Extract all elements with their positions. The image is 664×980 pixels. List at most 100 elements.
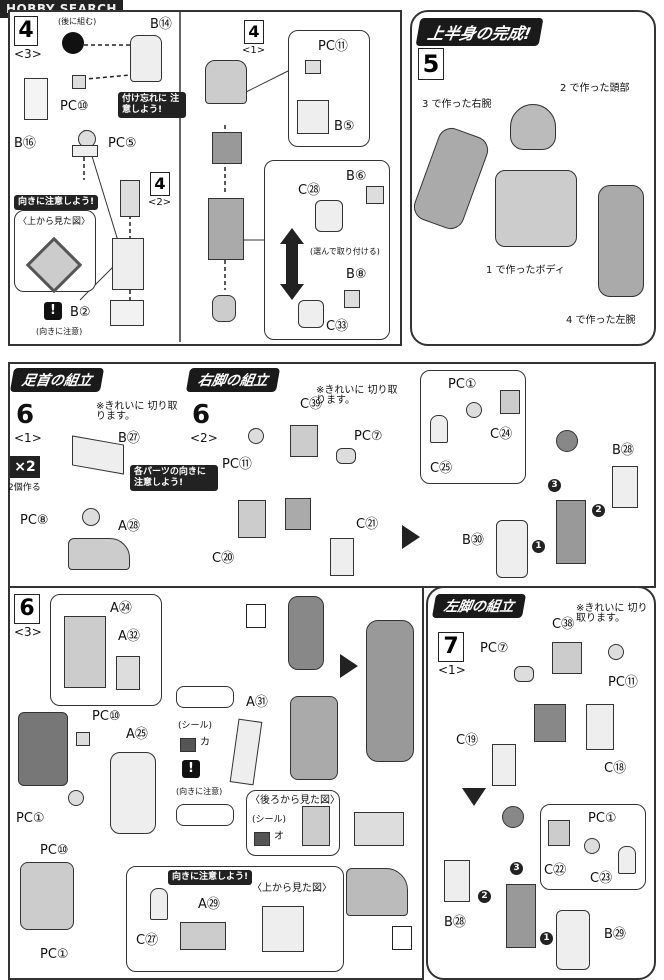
pc7-mid xyxy=(336,448,356,464)
c39-part xyxy=(290,425,318,457)
c22-part xyxy=(548,820,570,846)
label-pc11-mid: PC⑪ xyxy=(222,457,252,472)
lleg-clean-note: ※きれいに 切り取ります。 xyxy=(576,603,648,624)
label-pc1-lleg: PC① xyxy=(588,811,617,826)
pc10-part xyxy=(72,75,86,89)
ankle-part xyxy=(354,812,404,846)
c28-hand xyxy=(315,200,343,232)
c19-part xyxy=(492,744,516,786)
forearm-part xyxy=(208,198,244,260)
label-b29: B㉙ xyxy=(604,927,626,942)
label-c22: C㉒ xyxy=(544,863,567,878)
label-head-ref: 2 で作った頭部 xyxy=(560,83,630,94)
foot-clean-note: ※きれいに 切り取ります。 xyxy=(96,401,178,422)
direction-note-c27: 向きに注意しよう! xyxy=(168,870,253,885)
label-b28-mid: B㉘ xyxy=(612,443,634,458)
b29-part xyxy=(556,910,590,970)
label-c24: C㉔ xyxy=(490,427,513,442)
label-a28: A㉘ xyxy=(118,519,140,534)
b6-part xyxy=(366,186,384,204)
label-pc7-mid: PC⑦ xyxy=(354,429,383,444)
foot-assembled xyxy=(346,868,408,916)
hand-part xyxy=(212,295,236,322)
c23-part xyxy=(618,846,636,874)
pc11-part xyxy=(305,60,321,74)
b16-part xyxy=(72,145,98,157)
label-c38: C㊳ xyxy=(552,617,575,632)
a29-part xyxy=(180,922,226,950)
label-seal: (シール) xyxy=(178,721,213,731)
label-pc1-mid: PC① xyxy=(448,377,477,392)
lower-leg-lleg xyxy=(506,884,536,948)
step-1-marker: 1 xyxy=(532,536,545,555)
thigh-6-2 xyxy=(288,596,324,670)
back-view-part xyxy=(302,806,330,846)
upper-arm-part xyxy=(212,132,242,164)
pc8-part xyxy=(82,508,100,526)
label-a32: A㉜ xyxy=(118,629,140,644)
warning-icon-2: ! xyxy=(182,760,200,778)
label-seal2: (シール) xyxy=(252,815,287,825)
label-a24: A㉔ xyxy=(110,601,132,616)
ball-lleg xyxy=(502,806,524,828)
pc1-mid-part xyxy=(466,402,482,418)
step-3-marker: 3 xyxy=(548,475,561,494)
right-leg-banner: 右脚の組立 xyxy=(185,368,281,392)
label-pc1b: PC① xyxy=(40,947,69,962)
hip-assembled xyxy=(20,862,74,930)
c38-part xyxy=(552,642,582,674)
step-7-number: 7 xyxy=(438,632,464,662)
step-6-1-number: 6 xyxy=(16,400,35,430)
step-6-3-sub: <3> xyxy=(14,625,42,639)
b28-lleg-part xyxy=(444,860,470,902)
label-pc10b: PC⑩ xyxy=(40,843,69,858)
step-2-marker: 2 xyxy=(592,500,605,519)
label-b16: B⑯ xyxy=(14,136,36,151)
c18-part xyxy=(586,704,614,750)
step-1-marker-lleg: 1 xyxy=(540,928,553,947)
c20-part xyxy=(238,500,266,538)
c33-hand xyxy=(298,300,324,328)
knee-ball xyxy=(556,430,578,452)
label-pc8: PC⑧ xyxy=(20,513,49,528)
arm-part xyxy=(112,238,144,290)
a24-part xyxy=(64,616,106,688)
label-right-arm-ref: 3 で作った右腕 xyxy=(422,99,492,110)
parts-direction-note: 各パーツの向きに 注意しよう! xyxy=(130,465,218,491)
step-4-3-number: 4 xyxy=(14,16,38,46)
label-pc11: PC⑪ xyxy=(318,39,348,54)
slot-top xyxy=(176,686,234,708)
step-6-1-sub: <1> xyxy=(14,431,42,445)
step-4-2-part xyxy=(120,180,140,217)
label-c21: C㉑ xyxy=(356,517,379,532)
label-c18: C⑱ xyxy=(604,761,627,776)
label-ka: カ xyxy=(200,737,210,748)
left-leg-banner: 左脚の組立 xyxy=(431,594,527,618)
label-select: (選んで取り付ける) xyxy=(310,247,380,256)
step-4-1-sub: <1> xyxy=(242,45,266,56)
pc10-63-part xyxy=(76,732,90,746)
b28-mid-part xyxy=(612,466,638,508)
label-left-arm-ref: 4 で作った左腕 xyxy=(566,315,636,326)
direction-note: 向きに注意しよう! xyxy=(14,195,99,210)
seal2-icon xyxy=(254,832,270,846)
label-a25: A㉕ xyxy=(126,727,148,742)
label-c20: C⑳ xyxy=(212,551,235,566)
pc11-lleg-part xyxy=(608,644,624,660)
down-arrow xyxy=(462,788,486,806)
swap-arrows xyxy=(280,228,304,300)
label-pc7-lleg: PC⑦ xyxy=(480,641,509,656)
label-body-ref: 1 で作ったボディ xyxy=(486,265,565,276)
label-o: オ xyxy=(274,831,284,842)
label-b28-lleg: B㉘ xyxy=(444,915,466,930)
step-6-2-number: 6 xyxy=(192,400,211,430)
knee-part xyxy=(285,498,311,530)
head-small-part xyxy=(24,78,48,120)
topview-a29 xyxy=(262,906,304,952)
label-b5: B⑤ xyxy=(334,119,355,134)
ref-6-1-number xyxy=(392,926,412,950)
label-a31: A㉛ xyxy=(246,695,268,710)
step-6-3-number: 6 xyxy=(14,594,40,624)
next-arrow-2 xyxy=(340,654,358,678)
